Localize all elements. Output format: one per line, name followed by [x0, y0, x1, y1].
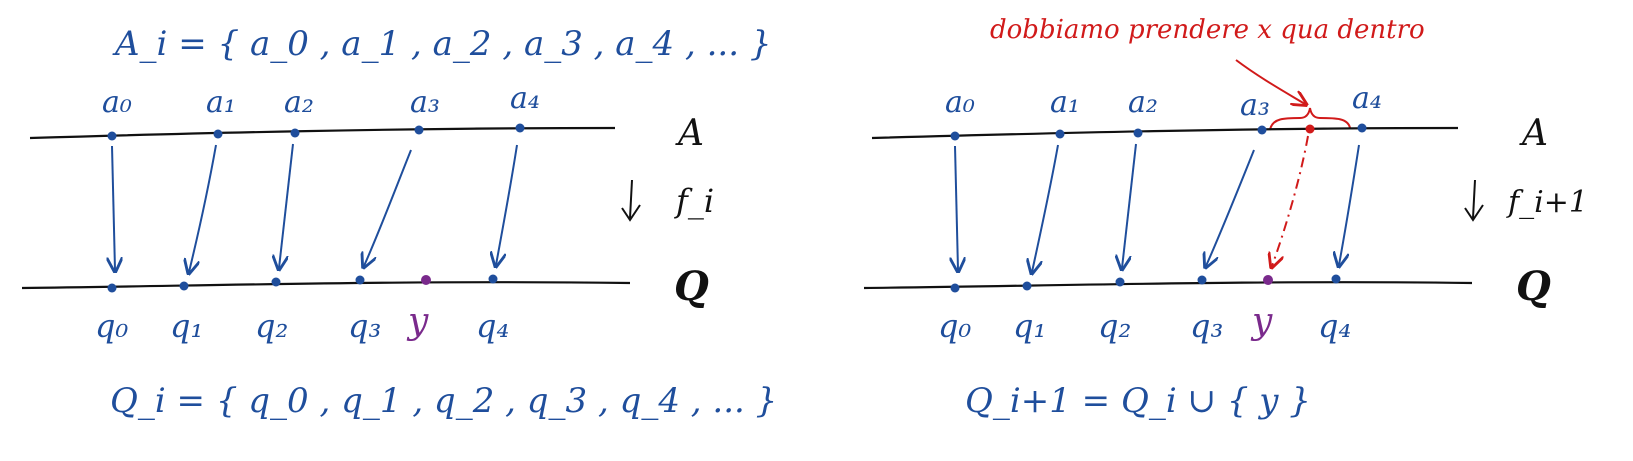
note-arrow	[1235, 59, 1305, 104]
line-q	[21, 281, 631, 290]
point-a4	[1357, 123, 1367, 133]
point-q2	[1115, 277, 1125, 287]
label-q4: q₄	[476, 307, 509, 345]
label-y: y	[1250, 301, 1273, 342]
label-a2: a₂	[284, 85, 314, 120]
label-line-q: Q	[674, 263, 709, 310]
line-a	[871, 126, 1459, 140]
label-line-a: A	[1519, 113, 1548, 154]
label-a3: a₃	[410, 85, 440, 120]
map-label: f_i	[674, 182, 714, 220]
point-a2	[290, 128, 300, 138]
interval-brace	[1269, 107, 1351, 131]
point-a4	[515, 123, 525, 133]
point-a1	[1055, 129, 1065, 139]
point-a2	[1133, 128, 1143, 138]
label-a4: a₄	[1352, 81, 1382, 116]
point-y	[1263, 275, 1273, 285]
set-a-i: A_i = { a_0 , a_1 , a_2 , a_3 , a_4 , ..…	[112, 24, 771, 64]
point-q4	[488, 274, 498, 284]
point-q4	[1331, 274, 1341, 284]
label-q1: q₁	[170, 307, 203, 345]
point-q3	[1197, 275, 1207, 285]
label-y: y	[406, 301, 429, 342]
label-a2: a₂	[1128, 85, 1158, 120]
label-q0: q₀	[938, 307, 971, 345]
label-line-q: Q	[1516, 263, 1551, 310]
point-q1	[1022, 281, 1032, 291]
label-a1: a₁	[1050, 85, 1080, 120]
label-a0: a₀	[945, 85, 975, 120]
point-q3	[355, 275, 365, 285]
label-q0: q₀	[95, 307, 128, 345]
point-q0	[107, 283, 117, 293]
projection-arrow	[1272, 135, 1309, 266]
line-q	[863, 281, 1473, 290]
label-a3: a₃	[1240, 88, 1270, 123]
note-text: dobbiamo prendere x qua dentro	[990, 15, 1425, 45]
down-arrow-icon	[621, 179, 641, 222]
set-q-i: Q_i = { q_0 , q_1 , q_2 , q_3 , q_4 , ..…	[110, 381, 777, 421]
point-a1	[213, 129, 223, 139]
point-q2	[271, 277, 281, 287]
point-y	[421, 275, 431, 285]
label-q4: q₄	[1318, 307, 1351, 345]
label-a0: a₀	[102, 85, 132, 120]
label-q3: q₃	[348, 307, 381, 345]
down-arrow-icon	[1464, 179, 1484, 222]
point-q0	[950, 283, 960, 293]
label-q3: q₃	[1190, 307, 1223, 345]
point-a3	[414, 125, 424, 135]
label-q2: q₂	[1098, 307, 1131, 345]
label-a1: a₁	[206, 85, 236, 120]
mapping-arrows	[112, 143, 518, 272]
mapping-arrows	[955, 143, 1360, 272]
point-x	[1305, 124, 1315, 134]
label-line-a: A	[675, 113, 704, 154]
line-a	[29, 126, 616, 140]
map-label: f_i+1	[1506, 185, 1588, 220]
point-a0	[950, 131, 960, 141]
point-a3	[1257, 125, 1267, 135]
label-a4: a₄	[510, 81, 540, 116]
set-q-i-plus-1: Q_i+1 = Q_i ∪ { y }	[965, 381, 1311, 421]
label-q2: q₂	[255, 307, 288, 345]
point-a0	[107, 131, 117, 141]
label-q1: q₁	[1013, 307, 1046, 345]
right-panel: dobbiamo prendere x qua dentro a₀ a₁ a₂ …	[863, 15, 1588, 421]
point-q1	[179, 281, 189, 291]
left-panel: A_i = { a_0 , a_1 , a_2 , a_3 , a_4 , ..…	[21, 24, 777, 421]
